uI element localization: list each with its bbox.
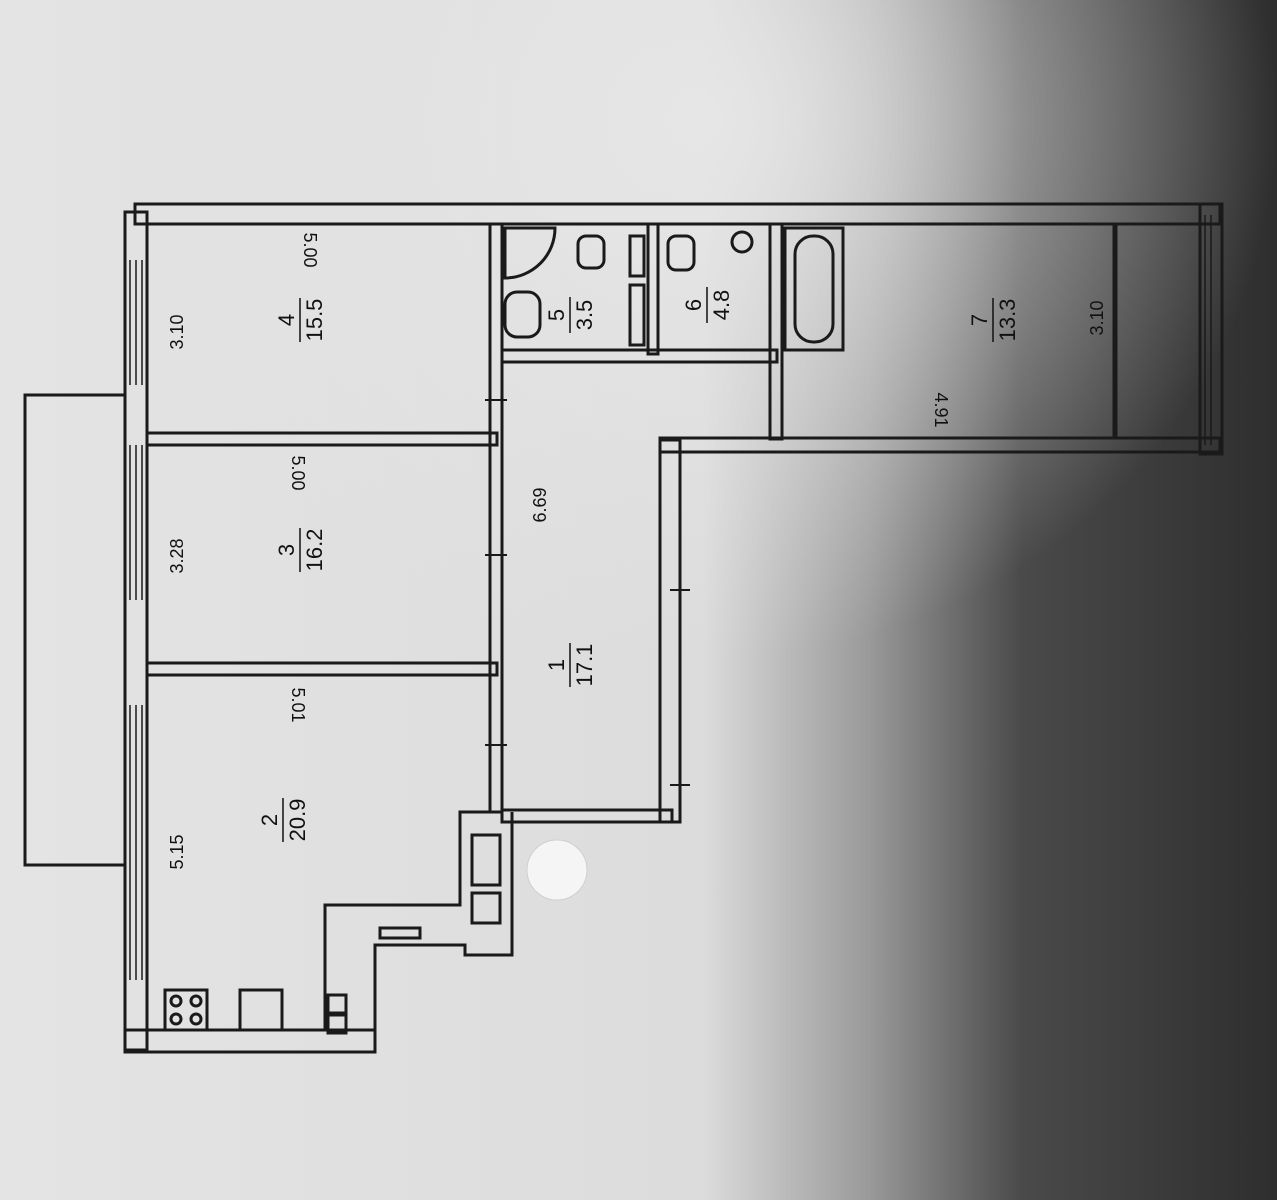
kitchen-sink [238,988,284,1032]
partition-4-3 [145,431,499,447]
room-1-label: 1 17.1 [544,643,597,687]
dim-room7-width: 3.10 [1087,300,1107,335]
partition-3-2 [145,661,499,677]
kitchen-walls [323,810,514,1050]
wall-hall-room7 [658,436,1222,454]
wall-5-6 [646,222,660,356]
dim-room3-length: 5.00 [288,455,308,490]
room-5-area: 3.5 [572,300,597,331]
room-1-area: 17.1 [572,644,597,687]
room-2-label: 2 20.9 [257,798,310,842]
sink [730,230,754,254]
right-wall [1198,202,1224,456]
room-6-label: 6 4.8 [681,287,734,323]
room-4-area: 15.5 [302,299,327,342]
bathtub [783,226,845,352]
room-7-label: 7 13.3 [967,298,1020,342]
shower [503,226,557,280]
dim-hall-length: 6.69 [530,487,550,522]
dim-room7-length: 4.91 [931,392,951,427]
kitchen-stove [163,988,209,1032]
room-6-number: 6 [681,299,706,311]
marker-dot [526,839,588,901]
hall-bottom-wall [500,808,674,824]
room-2-number: 2 [257,814,282,826]
dim-room4-width: 3.10 [167,314,187,349]
corridor-wall-left [488,222,504,814]
room-2-area: 20.9 [285,799,310,842]
room-6-area: 4.8 [709,290,734,321]
room-7-number: 7 [967,314,992,326]
top-wall [133,202,1222,226]
room-3-label: 3 16.2 [274,528,327,572]
dim-room2-width: 5.15 [167,834,187,869]
room-1-number: 1 [544,659,569,671]
room-5-label: 5 3.5 [544,297,597,333]
window-marks [129,260,143,980]
dim-room4-length: 5.00 [300,232,320,267]
room-3-area: 16.2 [302,529,327,572]
room-5-number: 5 [544,309,569,321]
room-4-label: 4 15.5 [274,298,327,342]
wall-6-7 [768,222,784,441]
room-3-number: 3 [274,544,299,556]
toilet [666,234,696,272]
room-4-number: 4 [274,314,299,326]
bath-bottom-wall [500,348,779,364]
balcony [23,393,127,867]
dim-room2-length: 5.01 [288,687,308,722]
dim-room3-width: 3.28 [167,538,187,573]
door-marks [485,399,690,786]
hall-right-wall [658,438,682,824]
room-7-area: 13.3 [995,299,1020,342]
